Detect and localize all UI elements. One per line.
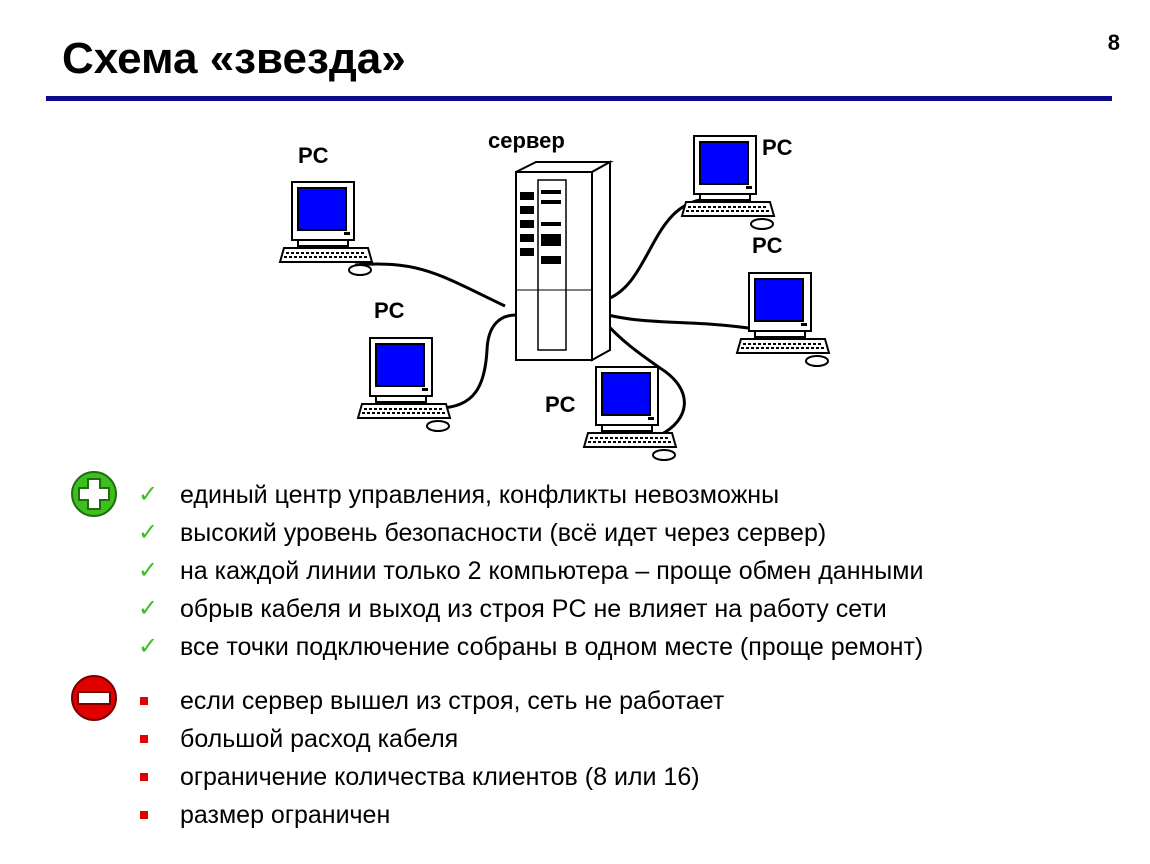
server [515,160,614,362]
check-icon: ✓ [138,519,159,546]
star-topology-diagram: сервер PC PC PC PC PC [279,128,830,461]
page-title: Схема «звезда» [62,34,406,83]
pc-4 [681,135,775,230]
list-item: ✓все точки подключение собраны в одном м… [136,628,923,666]
disadvantages-list: если сервер вышел из строя, сеть не рабо… [136,682,724,834]
pc-5 [736,272,830,367]
pc-5-label: PC [752,233,783,258]
pc-4-label: PC [762,135,793,160]
pc-1-label: PC [298,143,329,168]
check-icon: ✓ [138,595,159,622]
pc-2-label: PC [374,298,405,323]
cable-pc1 [354,262,506,308]
list-item: ✓высокий уровень безопасности (всё идет … [136,514,923,552]
list-item: большой расход кабеля [136,720,724,758]
check-icon: ✓ [138,481,159,508]
check-icon: ✓ [138,633,159,660]
square-bullet-icon [140,735,148,743]
check-icon: ✓ [138,557,159,584]
title-divider [46,96,1112,101]
plus-icon [71,471,117,517]
pc-3-label: PC [545,392,576,417]
list-item: если сервер вышел из строя, сеть не рабо… [136,682,724,720]
square-bullet-icon [140,773,148,781]
list-item: ✓обрыв кабеля и выход из строя PC не вли… [136,590,923,628]
square-bullet-icon [140,697,148,705]
page-number: 8 [1107,30,1120,55]
cable-pc3 [601,319,686,437]
cable-pc5 [607,313,749,330]
list-item: ограничение количества клиентов (8 или 1… [136,758,724,796]
list-item: ✓единый центр управления, конфликты нево… [136,476,923,514]
list-item: размер ограничен [136,796,724,834]
server-label: сервер [488,128,565,153]
square-bullet-icon [140,811,148,819]
minus-icon [71,675,117,721]
cable-pc2 [437,313,517,410]
pc-3 [583,366,677,461]
pc-2 [357,337,451,432]
pc-1 [279,181,373,276]
advantages-list: ✓единый центр управления, конфликты нево… [136,476,923,666]
list-item: ✓на каждой линии только 2 компьютера – п… [136,552,923,590]
